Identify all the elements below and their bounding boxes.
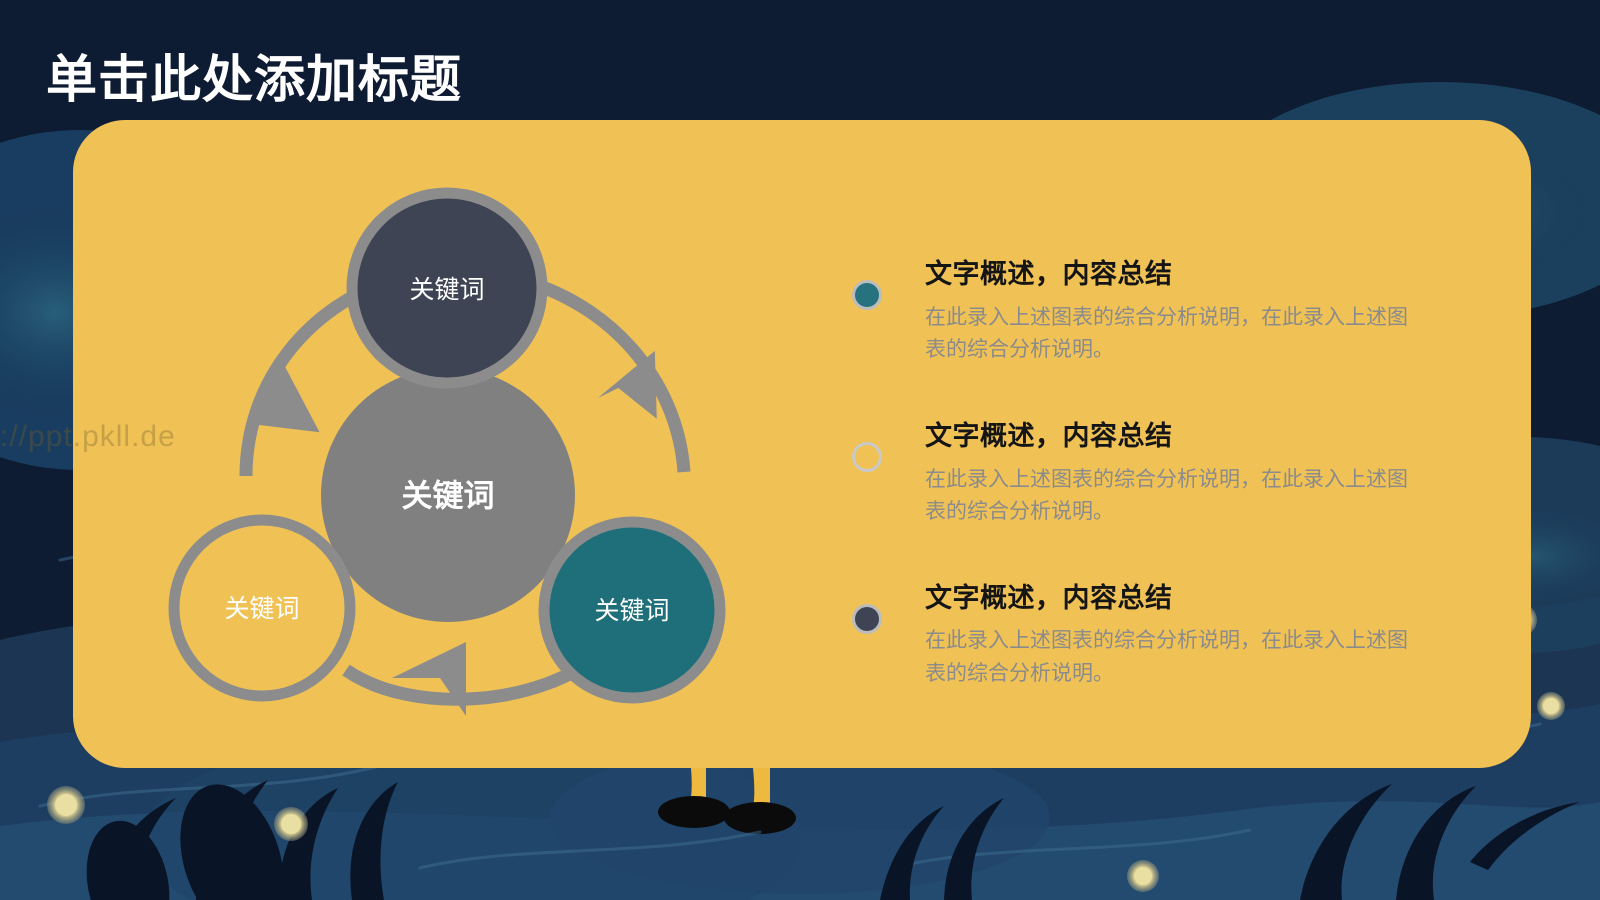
bullet-marker-icon [852,603,882,634]
list-item-heading: 文字概述，内容总结 [925,420,1173,451]
page-title: 单击此处添加标题 [46,51,463,108]
list-item-description: 在此录入上述图表的综合分析说明，在此录入上述图表的综合分析说明。 [925,629,1408,685]
list-item[interactable]: 文字概述，内容总结 在此录入上述图表的综合分析说明，在此录入上述图表的综合分析说… [852,420,1452,529]
diagram-node-bottom-right[interactable]: 关键词 [538,516,726,704]
list-item-description: 在此录入上述图表的综合分析说明，在此录入上述图表的综合分析说明。 [925,467,1408,524]
content-panel [73,120,1531,768]
bullet-marker-icon [852,441,882,472]
cycle-diagram: 关键词 关键词 关键词 关键词 [150,170,790,750]
list-item[interactable]: 文字概述，内容总结 在此录入上述图表的综合分析说明，在此录入上述图表的综合分析说… [852,582,1452,691]
bullet-list: 文字概述，内容总结 在此录入上述图表的综合分析说明，在此录入上述图表的综合分析说… [852,258,1452,691]
list-item-heading: 文字概述，内容总结 [925,259,1173,289]
diagram-node-bottom-right-label: 关键词 [594,597,669,625]
watermark-text: https://ppt.pkll.de [0,420,176,453]
bullet-marker-icon [852,280,882,310]
diagram-node-center[interactable]: 关键词 [321,368,575,622]
diagram-node-top[interactable]: 关键词 [346,187,548,389]
diagram-node-center-label: 关键词 [402,479,495,514]
arrow-top-left-icon [248,365,320,433]
list-item-description: 在此录入上述图表的综合分析说明，在此录入上述图表的综合分析说明。 [925,305,1408,362]
list-item-heading: 文字概述，内容总结 [925,582,1173,613]
arrow-bottom-icon [392,642,466,716]
diagram-node-top-label: 关键词 [409,276,484,304]
diagram-node-bottom-left-label: 关键词 [224,595,299,623]
arrow-heads [248,350,657,716]
list-item[interactable]: 文字概述，内容总结 在此录入上述图表的综合分析说明，在此录入上述图表的综合分析说… [852,258,1452,367]
diagram-node-bottom-left[interactable]: 关键词 [168,514,356,702]
arrow-top-right-icon [597,350,657,419]
